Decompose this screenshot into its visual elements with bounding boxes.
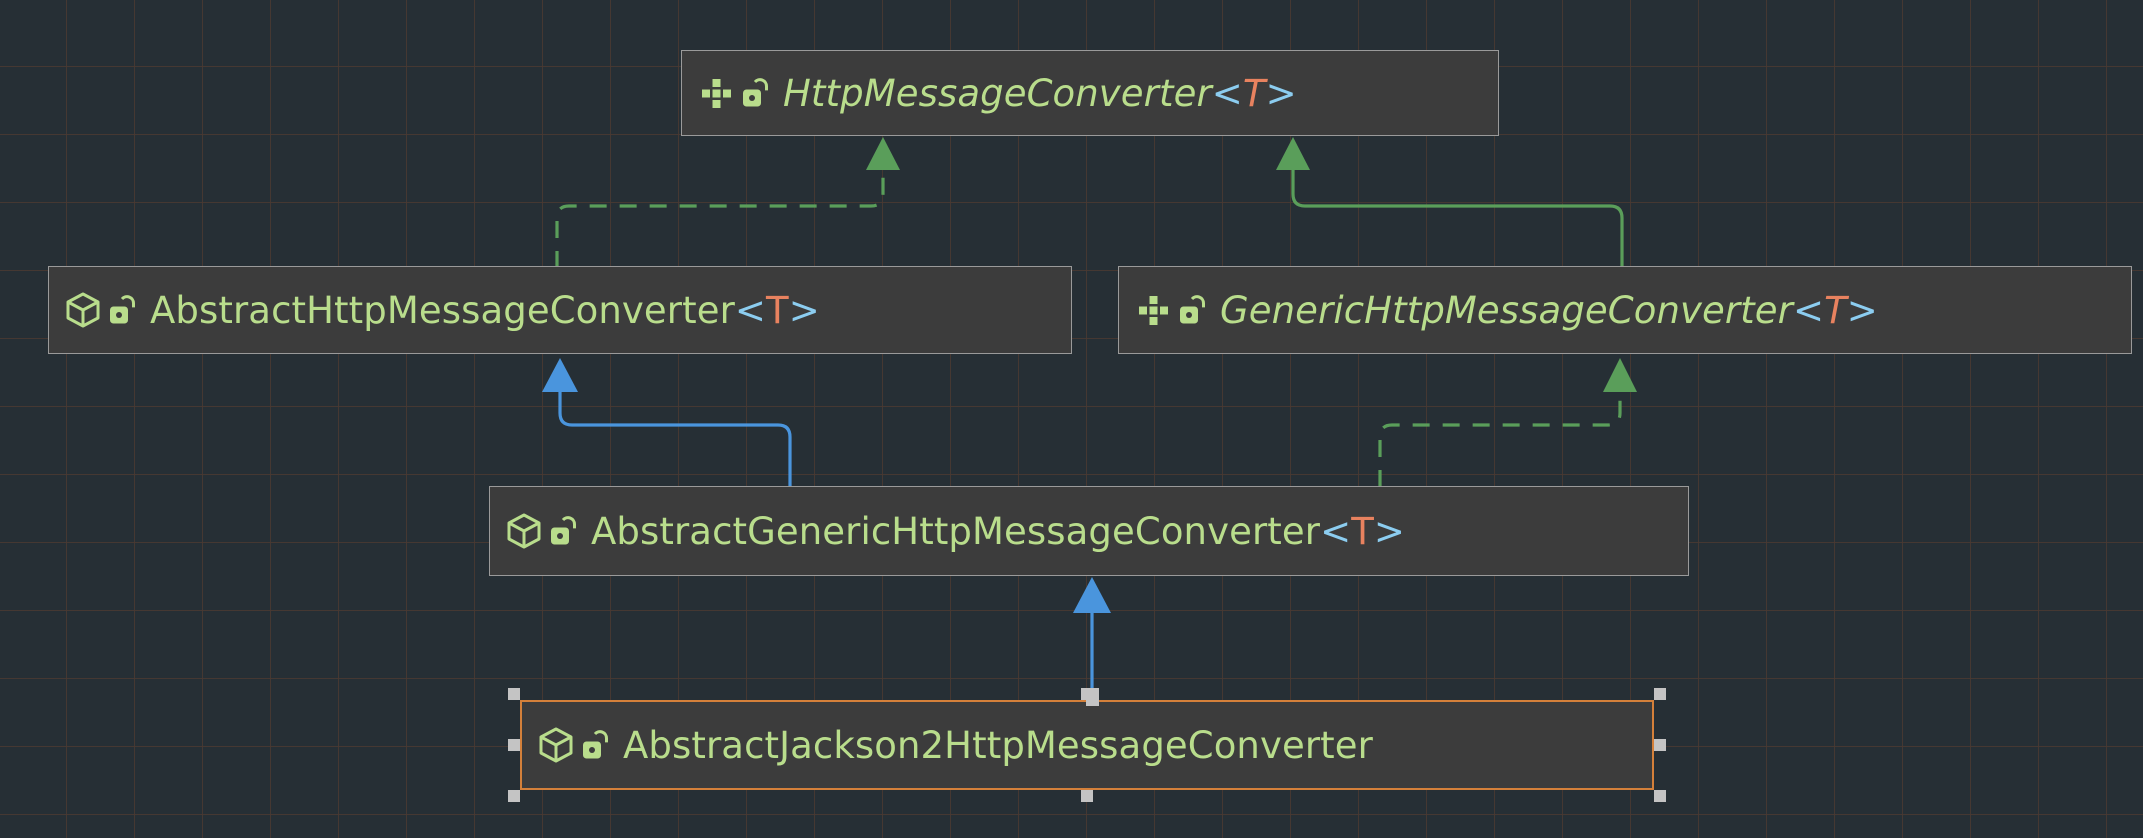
selection-handle-bottom-center[interactable]	[1081, 790, 1093, 802]
generic-close-bracket: >	[788, 288, 820, 332]
unlocked-padlock-icon	[1180, 295, 1206, 324]
arrowhead-filled-triangle	[542, 358, 578, 392]
generic-close-bracket: >	[1265, 71, 1297, 115]
edge-abstract-http-implements-http[interactable]	[555, 137, 900, 268]
node-icon-group	[506, 512, 577, 550]
node-label-name: GenericHttpMessageConverter	[1220, 288, 1793, 332]
node-abstract-http-message-converter[interactable]: AbstractHttpMessageConverter<T>	[48, 266, 1072, 354]
node-icon-group	[698, 75, 769, 111]
edge-abstract-generic-extends-abstract-http[interactable]	[542, 358, 792, 487]
node-label-name: AbstractJackson2HttpMessageConverter	[623, 723, 1373, 767]
node-abstract-jackson2-http-message-converter[interactable]: AbstractJackson2HttpMessageConverter	[520, 700, 1654, 790]
generic-close-bracket: >	[1373, 509, 1405, 553]
edge-abstract-generic-implements-generic[interactable]	[1378, 358, 1637, 487]
selection-handle-middle-right[interactable]	[1654, 739, 1666, 751]
arrowhead-filled-triangle	[1073, 577, 1111, 613]
node-http-message-converter[interactable]: HttpMessageConverter<T>	[681, 50, 1499, 136]
arrowhead-filled-triangle	[1603, 358, 1637, 392]
generic-param: T	[1824, 288, 1847, 332]
unlocked-padlock-icon	[110, 295, 136, 324]
node-label: HttpMessageConverter<T>	[783, 75, 1297, 112]
node-label-name: AbstractGenericHttpMessageConverter	[591, 509, 1321, 553]
edge-selection-handle[interactable]	[1086, 688, 1099, 706]
generic-param: T	[1351, 509, 1374, 553]
generic-param: T	[1242, 71, 1266, 115]
node-label: AbstractGenericHttpMessageConverter<T>	[591, 513, 1405, 550]
node-icon-group	[65, 291, 136, 329]
node-icon-group	[538, 726, 609, 764]
unlocked-padlock-icon	[743, 78, 769, 107]
selection-handle-top-left[interactable]	[508, 688, 520, 700]
selection-handle-middle-left[interactable]	[508, 739, 520, 751]
node-label-name: AbstractHttpMessageConverter	[150, 288, 735, 332]
node-label: GenericHttpMessageConverter<T>	[1220, 292, 1878, 329]
class-icon	[539, 727, 573, 763]
arrowhead-filled-triangle	[1276, 137, 1310, 170]
selection-handle-top-right[interactable]	[1654, 688, 1666, 700]
generic-open-bracket: <	[1211, 71, 1243, 115]
class-icon	[507, 513, 541, 549]
node-label: AbstractHttpMessageConverter<T>	[150, 292, 820, 329]
interface-icon	[702, 79, 731, 108]
generic-close-bracket: >	[1846, 288, 1878, 332]
node-generic-http-message-converter[interactable]: GenericHttpMessageConverter<T>	[1118, 266, 2132, 354]
selection-handle-bottom-left[interactable]	[508, 790, 520, 802]
edge-jackson2-extends-abstract-generic[interactable]	[1073, 577, 1111, 700]
interface-icon	[1139, 296, 1168, 325]
generic-param: T	[766, 288, 789, 332]
node-icon-group	[1135, 292, 1206, 328]
arrowhead-filled-triangle	[866, 137, 900, 170]
unlocked-padlock-icon	[583, 730, 609, 759]
node-label: AbstractJackson2HttpMessageConverter	[623, 727, 1373, 764]
generic-open-bracket: <	[1320, 509, 1352, 553]
node-abstract-generic-http-message-converter[interactable]: AbstractGenericHttpMessageConverter<T>	[489, 486, 1689, 576]
selection-handle-bottom-right[interactable]	[1654, 790, 1666, 802]
class-icon	[66, 292, 100, 328]
generic-open-bracket: <	[1792, 288, 1825, 332]
generic-open-bracket: <	[734, 288, 766, 332]
node-label-name: HttpMessageConverter	[783, 71, 1212, 115]
unlocked-padlock-icon	[551, 516, 577, 545]
edge-generic-extends-http[interactable]	[1276, 137, 1624, 268]
